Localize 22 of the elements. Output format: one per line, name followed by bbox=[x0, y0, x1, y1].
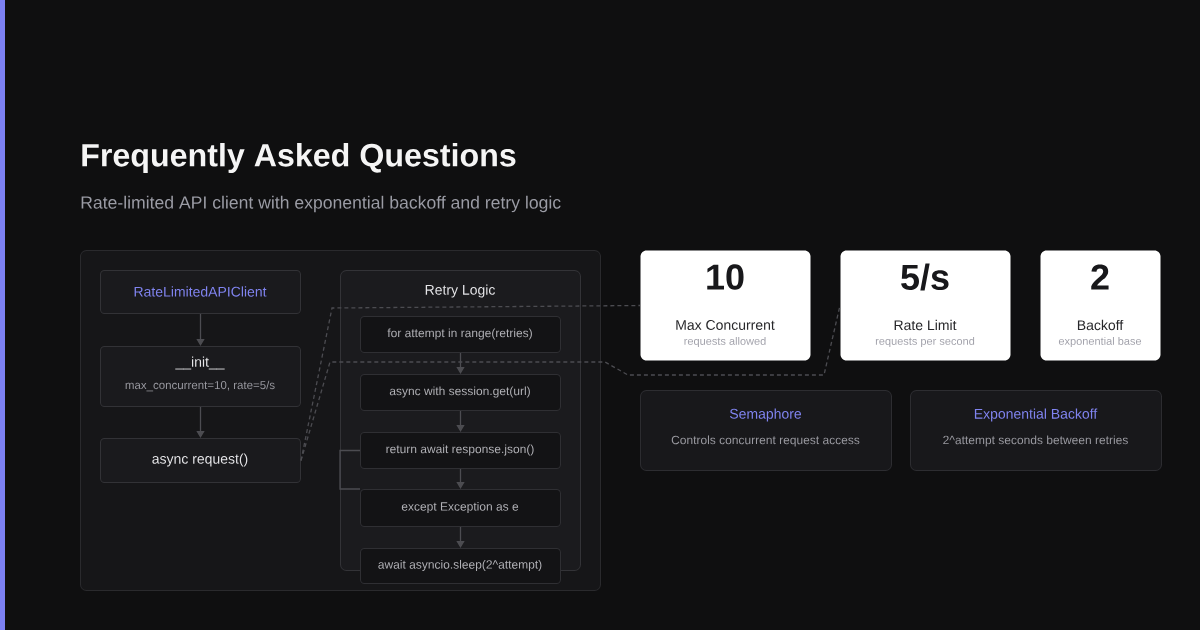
arrow bbox=[456, 468, 465, 489]
process-box: RateLimitedAPIClient bbox=[100, 270, 301, 314]
step-box: await asyncio.sleep(2^attempt) bbox=[360, 548, 561, 584]
arrow bbox=[456, 526, 465, 548]
step-box: return await response.json() bbox=[360, 432, 561, 469]
stat-card: 10 Max Concurrent requests allowed bbox=[640, 250, 811, 361]
arrow bbox=[196, 406, 205, 438]
info-card: Semaphore Controls concurrent request access bbox=[640, 390, 892, 471]
step-box: for attempt in range(retries) bbox=[360, 316, 561, 353]
title: Frequently Asked Questions bbox=[82, 143, 516, 173]
connector-line bbox=[339, 449, 361, 490]
arrow bbox=[456, 410, 465, 432]
arrow bbox=[196, 313, 205, 346]
subtitle: Rate-limited API client with exponential backoff and retry logic bbox=[81, 195, 561, 213]
process-box: async request() bbox=[100, 438, 301, 483]
process-box: __init__ max_concurrent=10, rate=5/s bbox=[100, 346, 301, 407]
stat-card: 5/s Rate Limit requests per second bbox=[840, 250, 1011, 361]
stat-card: 2 Backoff exponential base bbox=[1040, 250, 1161, 361]
info-card: Exponential Backoff 2^attempt seconds between retries bbox=[910, 390, 1162, 471]
step-box: async with session.get(url) bbox=[360, 374, 561, 411]
step-box: except Exception as e bbox=[360, 489, 561, 527]
arrow bbox=[456, 352, 465, 374]
